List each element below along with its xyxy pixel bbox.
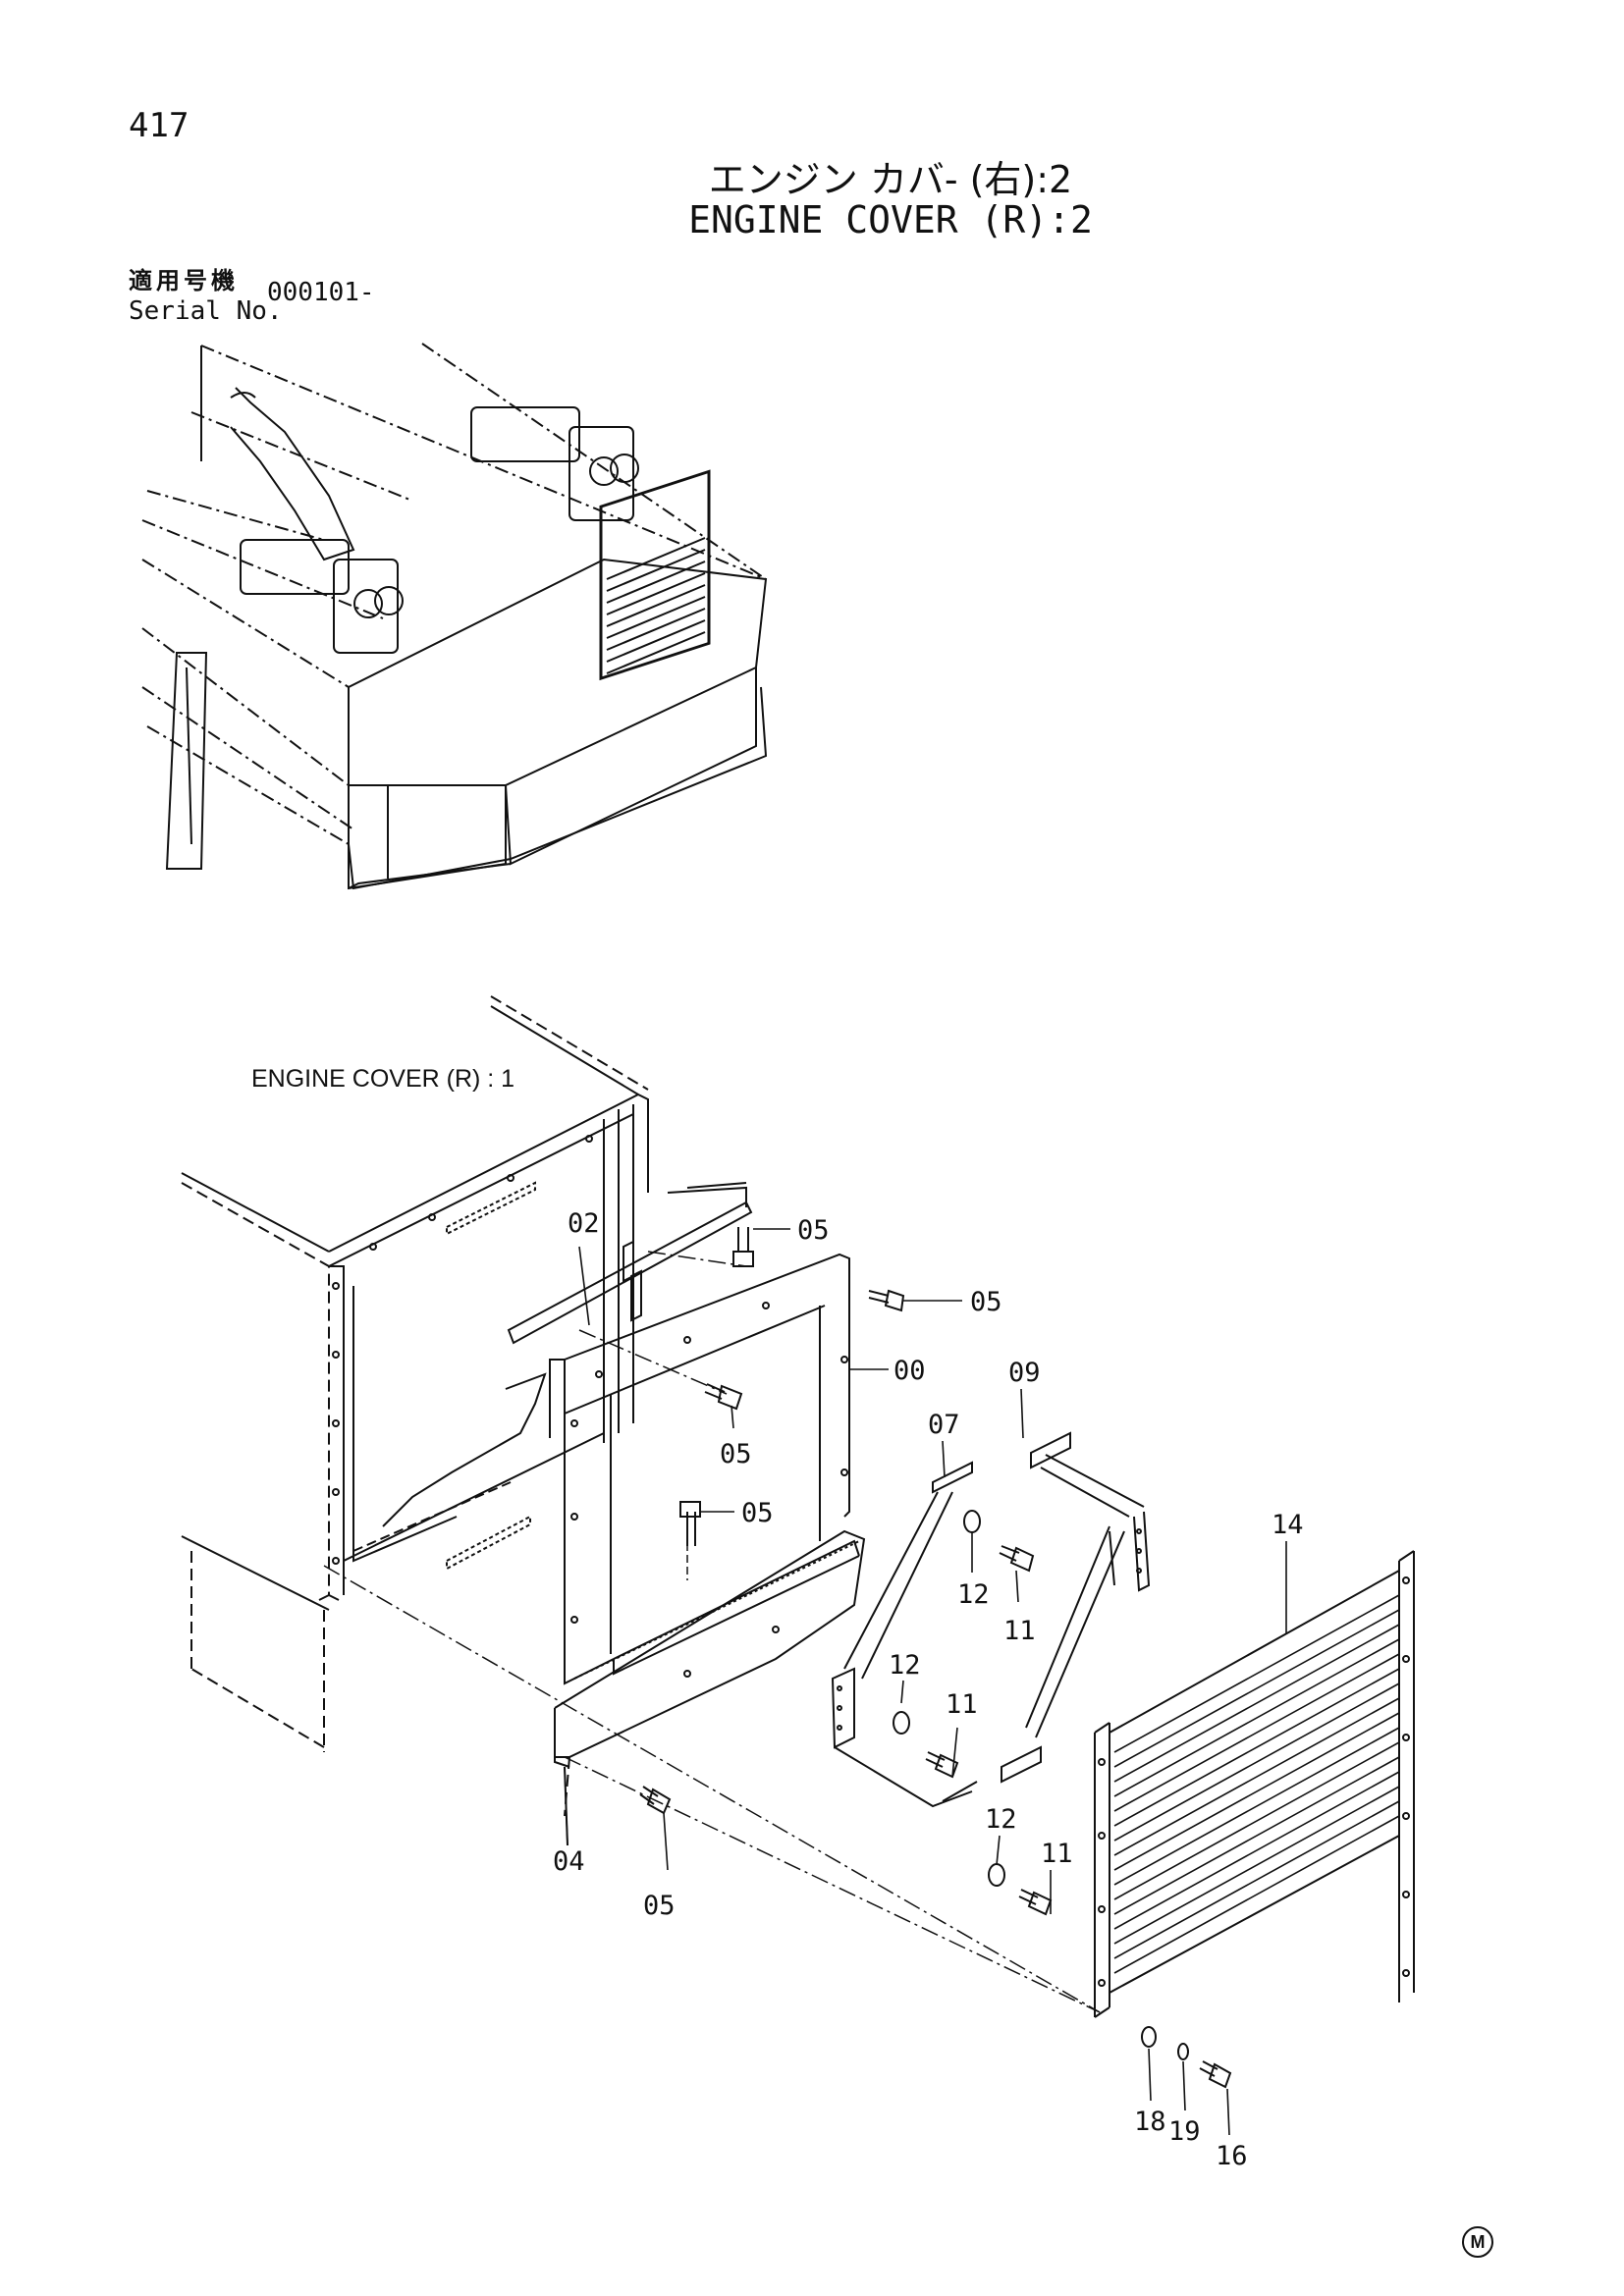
part-14-grille-screen xyxy=(1094,1550,1415,2018)
serial-label-english: Serial No. xyxy=(129,296,283,326)
washer-19 xyxy=(1177,2043,1189,2060)
label-11-c: 11 xyxy=(1041,1839,1073,1869)
part-number-labels: 05 05 00 02 05 05 04 05 07 09 12 11 12 1… xyxy=(553,1208,1304,2171)
assembly-center-lines xyxy=(323,1251,1101,2013)
label-05-middle: 05 xyxy=(720,1439,752,1469)
bolt-05-right xyxy=(868,1289,905,1312)
part-07-09-stays xyxy=(831,1431,1151,1808)
label-09: 09 xyxy=(1008,1358,1041,1388)
label-14: 14 xyxy=(1272,1510,1304,1540)
part-00-frame xyxy=(549,1253,860,1685)
bolt-16 xyxy=(1199,2060,1232,2089)
engine-cover-body xyxy=(181,995,649,1752)
corner-mark: M xyxy=(1462,2226,1493,2258)
leader-lines xyxy=(564,1228,1287,2136)
label-11-b: 11 xyxy=(946,1689,978,1720)
machine-overview-illustration xyxy=(141,343,768,890)
page-number: 417 xyxy=(129,106,189,145)
reference-engine-cover-label: ENGINE COVER (R) : 1 xyxy=(251,1065,515,1093)
label-05-lower: 05 xyxy=(741,1498,774,1528)
part-02-seal-strip xyxy=(507,1182,753,1345)
bolt-11-c xyxy=(1018,1889,1053,1916)
serial-label-japanese: 適用号機 xyxy=(129,267,239,294)
title-japanese: エンジン カバ- (右):2 xyxy=(708,158,1073,201)
label-05-top: 05 xyxy=(797,1215,830,1246)
label-19: 19 xyxy=(1168,2116,1201,2147)
label-12-a: 12 xyxy=(957,1579,990,1610)
bolt-05-top xyxy=(732,1227,754,1267)
washer-12-a xyxy=(963,1510,981,1533)
washer-18 xyxy=(1141,2026,1157,2048)
part-04-lower-cover xyxy=(554,1529,866,1846)
bolt-11-a xyxy=(999,1545,1035,1573)
washer-12-b xyxy=(893,1711,910,1735)
serial-number-value: 000101- xyxy=(267,278,375,307)
bolt-05-middle xyxy=(704,1383,743,1411)
label-07: 07 xyxy=(928,1410,960,1440)
washer-12-c xyxy=(988,1863,1005,1887)
label-12-b: 12 xyxy=(889,1650,921,1681)
label-04: 04 xyxy=(553,1846,585,1877)
label-12-c: 12 xyxy=(985,1804,1017,1835)
title-english: ENGINE COVER (R):2 xyxy=(688,198,1093,241)
label-11-a: 11 xyxy=(1003,1616,1036,1646)
label-00: 00 xyxy=(893,1356,926,1386)
label-18: 18 xyxy=(1134,2107,1166,2137)
label-02: 02 xyxy=(568,1208,600,1239)
label-05-right: 05 xyxy=(970,1287,1002,1317)
label-05-bottom: 05 xyxy=(643,1891,676,1921)
bolt-05-lower xyxy=(679,1501,701,1546)
label-16: 16 xyxy=(1216,2141,1248,2171)
